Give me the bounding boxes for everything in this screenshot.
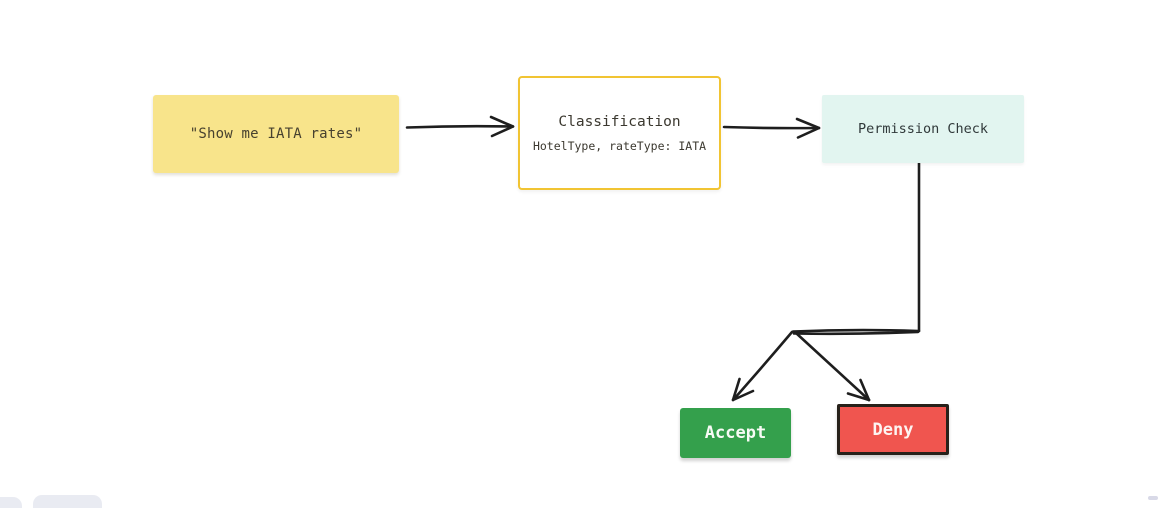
deny-node[interactable]: Deny [837, 404, 949, 455]
classification-title: Classification [558, 113, 681, 130]
classification-node[interactable]: Classification HotelType, rateType: IATA [518, 76, 721, 190]
accept-node[interactable]: Accept [680, 408, 791, 458]
permission-check-node[interactable]: Permission Check [822, 95, 1024, 163]
arrow-classification-to-permission[interactable] [722, 117, 821, 139]
permission-check-label: Permission Check [857, 121, 989, 137]
arrow-branch-to-accept[interactable] [731, 330, 794, 402]
query-label: "Show me IATA rates" [189, 126, 363, 142]
arrow-query-to-classification[interactable] [405, 115, 515, 138]
connector-permission-to-branch[interactable] [791, 161, 921, 336]
arrow-branch-to-deny[interactable] [794, 331, 871, 402]
classification-subtitle: HotelType, rateType: IATA [532, 138, 707, 153]
ui-artifact [1148, 496, 1158, 500]
toolbar-fragment-right[interactable] [33, 495, 102, 508]
deny-label: Deny [872, 419, 914, 440]
toolbar-fragment-left[interactable] [0, 497, 22, 508]
accept-label: Accept [704, 423, 767, 443]
query-sticky-node[interactable]: "Show me IATA rates" [153, 95, 399, 173]
